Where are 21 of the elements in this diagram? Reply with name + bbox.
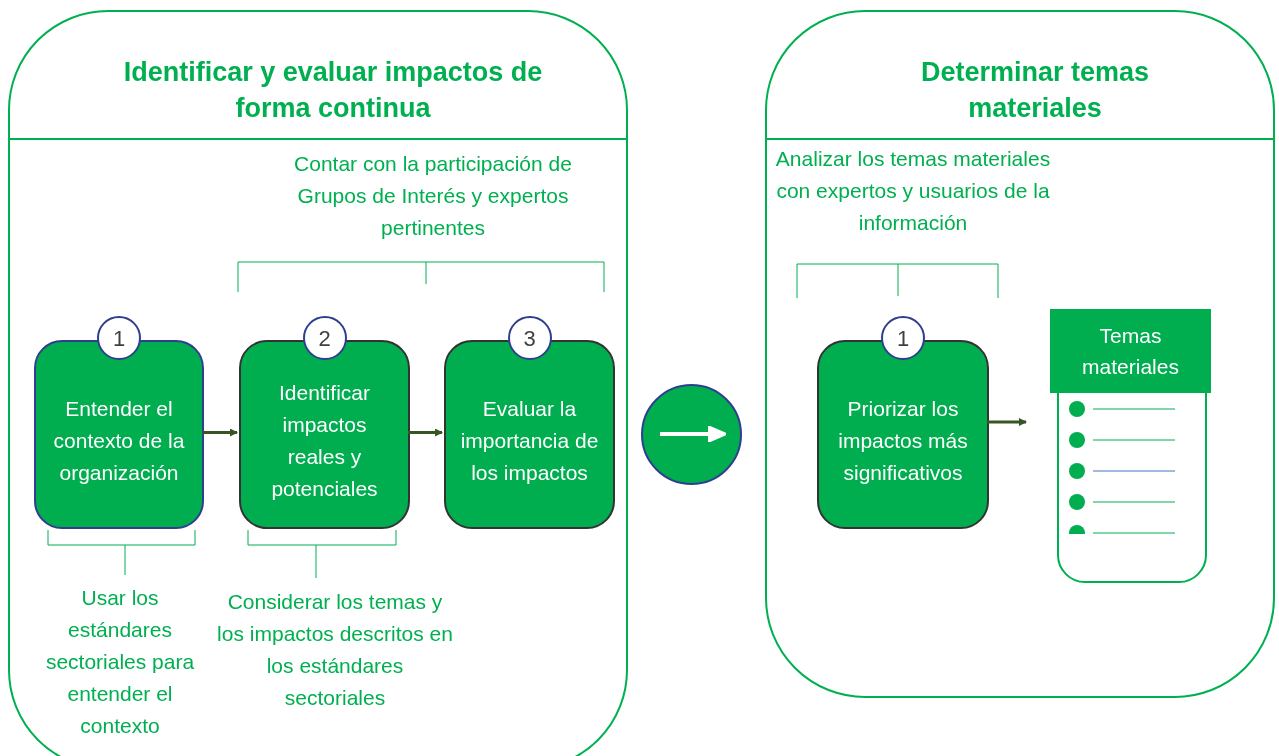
step-number: 3 bbox=[507, 316, 552, 360]
topic-list-card bbox=[1050, 309, 1211, 583]
arrow bbox=[408, 428, 443, 437]
panel bbox=[8, 10, 628, 756]
step-text: Entender el contexto de la organización bbox=[52, 395, 186, 486]
step-number: 1 bbox=[97, 316, 141, 360]
panel-title: Identificar y evaluar impactos de forma continua bbox=[122, 56, 544, 125]
annotation-text: Analizar los temas materiales con expertos y usuarios de la información bbox=[774, 146, 1052, 236]
panel bbox=[765, 10, 1275, 698]
arrow bbox=[202, 428, 238, 437]
step-text: Evaluar la importancia de los impactos bbox=[459, 395, 600, 486]
annotation-text: Contar con la participación de Grupos de Interés y expertos pertinentes bbox=[293, 151, 573, 241]
step-text: Priorizar los impactos más significativos bbox=[837, 395, 969, 486]
step-number: 1 bbox=[881, 316, 925, 360]
panel-title: Determinar temas materiales bbox=[919, 56, 1151, 125]
step-text: Identificar impactos reales y potenciales bbox=[270, 379, 379, 502]
annotation-text: Considerar los temas y los impactos descritos en los estándares sectoriales bbox=[216, 589, 454, 711]
annotation-text: Usar los estándares sectoriales para entender el contexto bbox=[44, 585, 196, 739]
arrow bbox=[987, 418, 1027, 426]
list-header: Temas materiales bbox=[1050, 309, 1211, 393]
step-number: 2 bbox=[302, 316, 347, 360]
